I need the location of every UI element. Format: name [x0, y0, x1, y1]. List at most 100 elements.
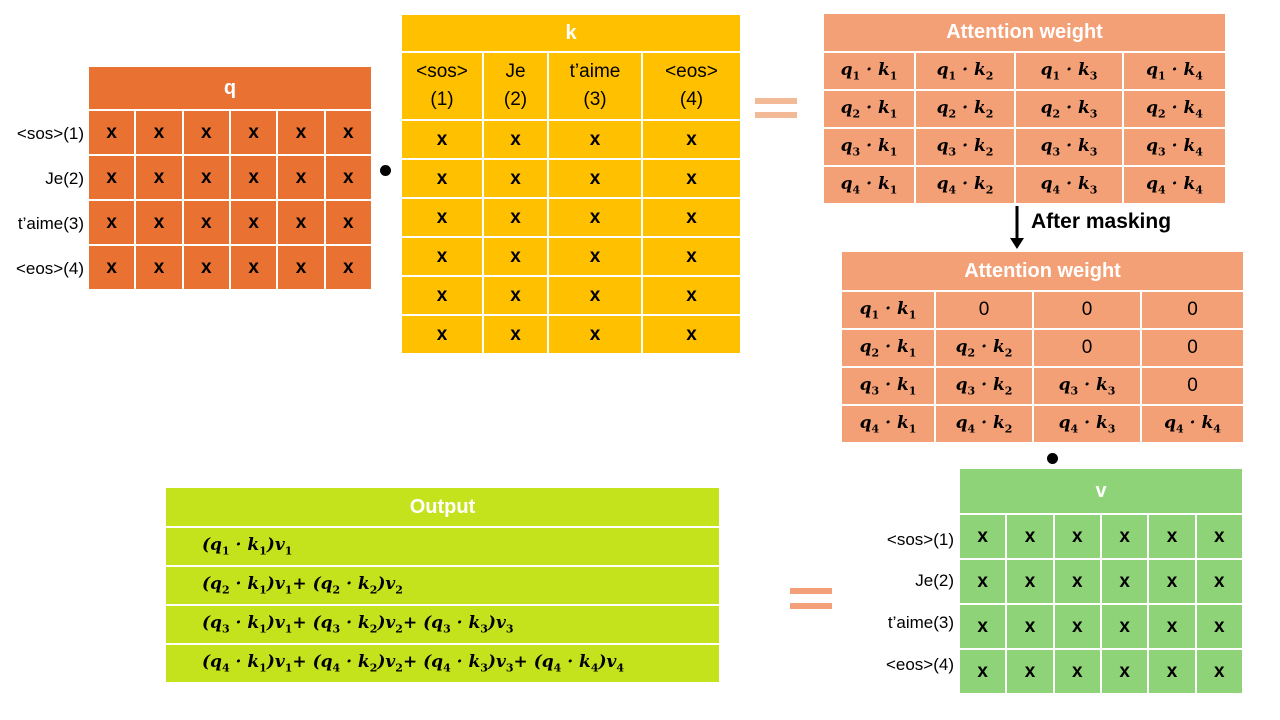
masked-cell: 0 — [1139, 366, 1246, 406]
attention-cell: q1 · k4 — [1121, 51, 1228, 91]
symbol-subscript: 2 — [395, 622, 403, 636]
v-row-label: <sos>(1) — [886, 530, 954, 549]
k-cell: x — [547, 158, 643, 199]
symbol-k: k4 — [1183, 135, 1203, 159]
q-cell: x — [276, 199, 326, 246]
symbol-subscript: 3 — [871, 384, 880, 398]
v-cell: x — [1099, 648, 1150, 695]
v-cell: x — [1052, 558, 1102, 605]
symbol-subscript: 3 — [505, 661, 514, 675]
symbol-subscript: 3 — [1158, 145, 1166, 159]
symbol-q: q2 — [840, 97, 861, 121]
q-cell: x — [228, 199, 279, 246]
attention-cell: q2 · k4 — [1121, 89, 1228, 129]
k-cell: x — [641, 275, 742, 316]
q-cell: x — [86, 199, 137, 246]
q-cell: x — [181, 244, 231, 291]
symbol-subscript: 3 — [480, 622, 488, 636]
k-header-word: <eos> — [665, 61, 718, 82]
symbol-subscript: 2 — [395, 661, 403, 675]
symbol-subscript: 2 — [985, 183, 994, 197]
masked-cell: q2 · k2 — [934, 328, 1034, 368]
q-cell: x — [276, 244, 326, 291]
symbol-subscript: 2 — [1052, 107, 1061, 121]
symbol-k: k2 — [992, 412, 1013, 436]
symbol-subscript: 1 — [948, 69, 957, 83]
masked-cell: q4 · k1 — [840, 404, 936, 444]
k-cell: x — [641, 314, 742, 355]
symbol-q: q4 — [431, 652, 451, 675]
symbol-k: k1 — [877, 59, 898, 83]
q-cell: x — [323, 154, 374, 201]
masked-cell: 0 — [1032, 328, 1142, 368]
q-row-label: <eos>(4) — [15, 259, 84, 278]
symbol-subscript: 3 — [967, 384, 976, 398]
symbol-subscript: 1 — [284, 583, 293, 597]
symbol-q: q2 — [210, 574, 230, 597]
symbol-subscript: 2 — [221, 583, 230, 597]
symbol-subscript: 3 — [1089, 145, 1098, 159]
symbol-subscript: 1 — [871, 308, 880, 322]
v-cell: x — [957, 558, 1008, 605]
symbol-subscript: 4 — [948, 183, 957, 197]
symbol-subscript: 4 — [443, 661, 451, 675]
symbol-k: k2 — [357, 613, 378, 636]
symbol-subscript: 1 — [259, 583, 267, 597]
v-cell: x — [1005, 603, 1055, 650]
symbol-q: q3 — [1058, 374, 1079, 398]
q-cell: x — [181, 199, 231, 246]
symbol-subscript: 2 — [985, 145, 994, 159]
symbol-q: q2 — [1146, 97, 1166, 121]
q-cell: x — [323, 244, 374, 291]
symbol-subscript: 1 — [1052, 69, 1061, 83]
symbol-subscript: 4 — [1158, 183, 1166, 197]
v-cell: x — [1005, 648, 1055, 695]
k-column-header: t’aime(3) — [547, 51, 643, 121]
q-cell: x — [134, 109, 184, 156]
attention-cell: q3 · k3 — [1014, 127, 1124, 167]
output-row: (q1 · k1)v1 — [164, 526, 721, 567]
output-row: (q3 · k1)v1+ (q3 · k2)v2+ (q3 · k3)v3 — [164, 604, 721, 645]
v-cell: x — [1194, 603, 1245, 650]
symbol-subscript: 4 — [332, 661, 341, 675]
symbol-subscript: 1 — [1158, 69, 1166, 83]
symbol-q: q3 — [1040, 135, 1061, 159]
symbol-k: k1 — [877, 97, 898, 121]
v-cell: x — [1099, 513, 1150, 560]
symbol-k: k4 — [1201, 412, 1221, 436]
k-cell: x — [482, 158, 549, 199]
k-cell: x — [547, 236, 643, 277]
k-cell: x — [400, 236, 484, 277]
attention-cell: q1 · k1 — [822, 51, 916, 91]
symbol-subscript: 1 — [908, 384, 917, 398]
symbol-subscript: 4 — [590, 661, 599, 675]
symbol-subscript: 4 — [1195, 145, 1203, 159]
symbol-subscript: 1 — [259, 622, 267, 636]
symbol-subscript: 2 — [1004, 384, 1013, 398]
symbol-k: k2 — [973, 97, 994, 121]
symbol-q: q4 — [936, 173, 957, 197]
k-cell: x — [641, 119, 742, 160]
symbol-k: k4 — [1183, 173, 1203, 197]
symbol-q: q4 — [1146, 173, 1166, 197]
output-cell: (q3 · k1)v1+ (q3 · k2)v2+ (q3 · k3)v3 — [164, 604, 721, 645]
attention-cell: q2 · k2 — [914, 89, 1016, 129]
masked-cell: q3 · k2 — [934, 366, 1034, 406]
v-cell: x — [1052, 648, 1102, 695]
dot-operator-att-v — [1047, 453, 1058, 464]
k-cell: x — [400, 314, 484, 355]
output-cell: (q4 · k1)v1+ (q4 · k2)v2+ (q4 · k3)v3+ (… — [164, 643, 721, 684]
symbol-q: q1 — [1040, 59, 1061, 83]
symbol-subscript: 1 — [284, 622, 293, 636]
v-title: v — [958, 467, 1244, 515]
symbol-subscript: 1 — [889, 69, 898, 83]
symbol-k: k4 — [1183, 97, 1203, 121]
symbol-subscript: 2 — [332, 583, 341, 597]
symbol-k: k1 — [247, 535, 267, 558]
symbol-q: q4 — [1164, 412, 1184, 436]
